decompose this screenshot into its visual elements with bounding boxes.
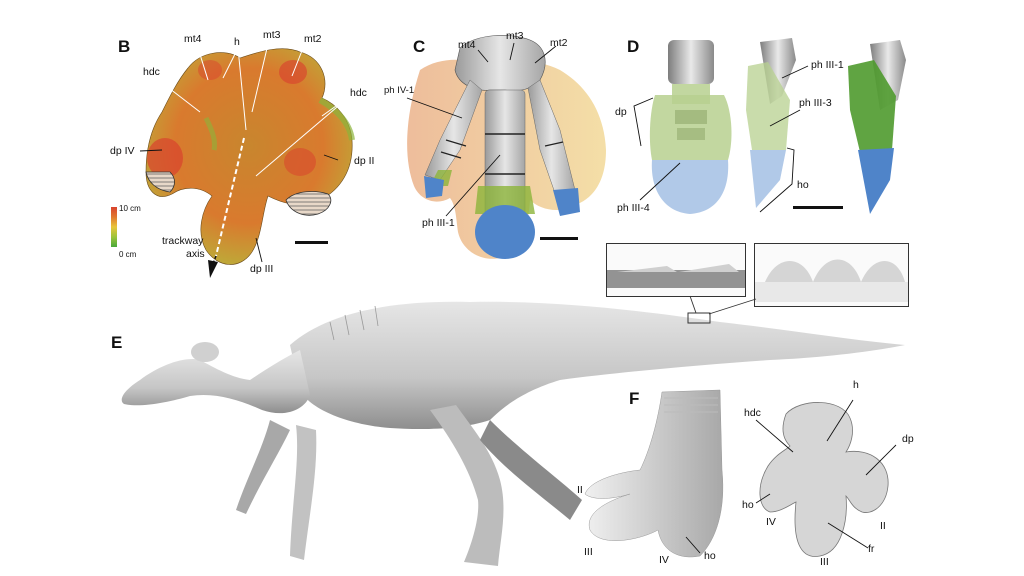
depth-colorbar [111,207,117,247]
label-d-ph-iii-4: ph III-4 [617,202,650,214]
label-f-right-iv: IV [766,516,776,528]
label-f-right-dp: dp [902,433,914,445]
label-f-left-ii: II [577,484,583,496]
label-f-right-ho: ho [742,499,754,511]
inset-scale-texture-side [606,243,746,297]
label-d-ph-iii-3: ph III-3 [799,97,832,109]
label-c-mt2: mt2 [550,37,568,49]
label-d-ho: ho [797,179,809,191]
panel-d-letter: D [627,37,640,56]
label-b-mt4: mt4 [184,33,202,45]
label-f-left-ho: ho [704,550,716,562]
label-c-mt4: mt4 [458,39,476,51]
label-b-dp-iii: dp III [250,263,274,275]
panel-c-scalebar [540,237,578,240]
label-b-trackway: trackway [162,235,204,247]
label-b-h: h [234,36,240,48]
colorbar-min-label: 0 cm [119,250,137,259]
label-f-left-iii: III [584,546,593,558]
panel-f-letter: F [629,389,640,408]
label-c-ph-iii-1: ph III-1 [422,217,455,229]
label-c-ph-iv-1: ph IV-1 [384,85,415,96]
inset-scale-texture-profile [754,243,909,307]
label-f-right-fr: fr [868,543,875,555]
label-f-left-iv: IV [659,554,669,566]
scale-texture-dark-illustration [607,264,745,288]
label-b-mt3: mt3 [263,29,281,41]
colorbar-max-label: 10 cm [119,204,141,213]
panel-e-letter: E [111,333,123,352]
label-b-hdc-right: hdc [350,87,367,99]
panel-b-scalebar [295,241,328,244]
label-d-ph-iii-1: ph III-1 [811,59,844,71]
label-f-right-iii: III [820,556,829,568]
label-d-dp: dp [615,106,627,118]
label-f-right-hdc: hdc [744,407,761,419]
label-b-hdc-left: hdc [143,66,160,78]
scale-texture-light-illustration [755,259,908,302]
label-f-right-h: h [853,379,859,391]
label-b-axis: axis [186,248,205,260]
panel-c-letter: C [413,37,426,56]
label-b-dp-ii: dp II [354,155,375,167]
label-c-mt3: mt3 [506,30,524,42]
label-b-dp-iv: dp IV [110,145,135,157]
label-b-mt2: mt2 [304,33,322,45]
panel-d-scalebar [793,206,843,209]
label-f-right-ii: II [880,520,886,532]
panel-b-letter: B [118,37,131,56]
